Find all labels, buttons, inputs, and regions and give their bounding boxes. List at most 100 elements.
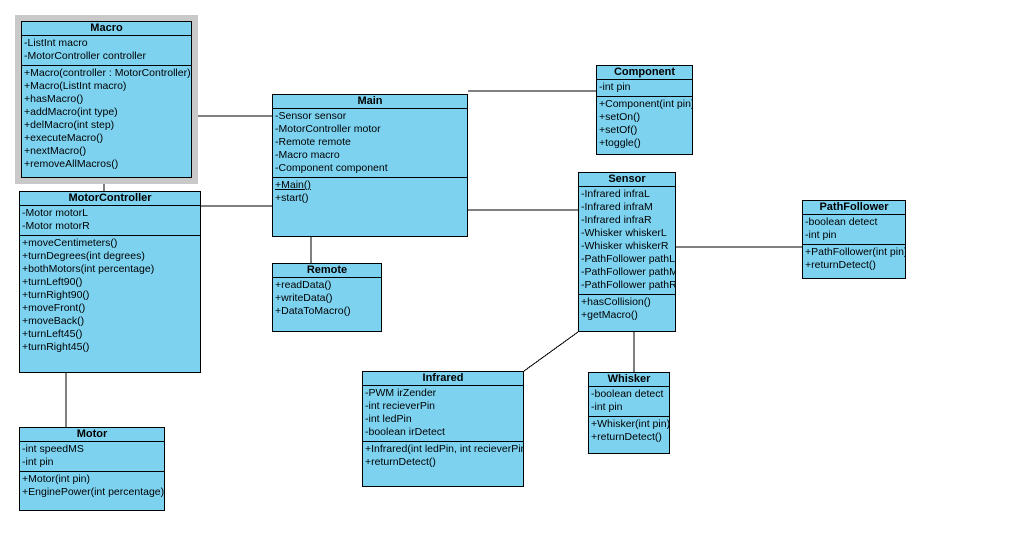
attributes-compartment: -boolean detect-int pin <box>589 387 669 417</box>
attribute-row: -Whisker whiskerL <box>581 227 667 239</box>
method-row: +returnDetect() <box>805 259 876 271</box>
method-row: +Component(int pin) <box>599 98 692 110</box>
class-title: Macro <box>22 22 191 36</box>
attributes-compartment: -Infrared infraL-Infrared infraM-Infrare… <box>579 187 675 295</box>
method-row: +Macro(controller : MotorController) <box>24 67 191 79</box>
attribute-row: -PathFollower pathL <box>581 253 675 265</box>
method-row: +turnRight90() <box>22 289 90 301</box>
method-row: +Motor(int pin) <box>22 473 90 485</box>
attribute-row: -Infrared infraM <box>581 201 653 213</box>
attributes-compartment: -PWM irZender-int recieverPin-int ledPin… <box>363 386 523 442</box>
class-infrared[interactable]: Infrared-PWM irZender-int recieverPin-in… <box>362 371 524 487</box>
methods-compartment: +Main()+start() <box>273 178 467 236</box>
class-title: PathFollower <box>803 201 905 215</box>
class-whisker[interactable]: Whisker-boolean detect-int pin+Whisker(i… <box>588 372 670 454</box>
attribute-row: -MotorController controller <box>24 50 146 62</box>
class-motorcontroller[interactable]: MotorController-Motor motorL-Motor motor… <box>19 191 201 373</box>
attribute-row: -boolean irDetect <box>365 426 445 438</box>
methods-compartment: +Whisker(int pin)+returnDetect() <box>589 417 669 453</box>
attribute-row: -Infrared infraL <box>581 188 650 200</box>
class-title: Remote <box>273 264 381 278</box>
class-main[interactable]: Main-Sensor sensor-MotorController motor… <box>272 94 468 237</box>
method-row: +moveCentimeters() <box>22 237 118 249</box>
method-row: +toggle() <box>599 137 641 149</box>
method-row: +Infrared(int ledPin, int recieverPin) <box>365 443 523 455</box>
method-row: +moveBack() <box>22 315 85 327</box>
attribute-row: -Motor motorL <box>22 207 88 219</box>
method-row: +returnDetect() <box>591 431 662 443</box>
method-row: +moveFront() <box>22 302 86 314</box>
attribute-row: -Whisker whiskerR <box>581 240 669 252</box>
methods-compartment: +moveCentimeters()+turnDegrees(int degre… <box>20 236 200 372</box>
method-row: +setOf() <box>599 124 638 136</box>
method-row: +Macro(ListInt macro) <box>24 80 127 92</box>
class-title: Component <box>597 66 692 80</box>
method-row: +delMacro(int step) <box>24 119 115 131</box>
attribute-row: -Motor motorR <box>22 220 90 232</box>
methods-compartment: +readData()+writeData()+DataToMacro() <box>273 278 381 331</box>
attribute-row: -PathFollower pathM <box>581 266 675 278</box>
method-row: +nextMacro() <box>24 145 87 157</box>
method-row: +EnginePower(int percentage) <box>22 486 164 498</box>
methods-compartment: +Macro(controller : MotorController)+Mac… <box>22 66 191 177</box>
class-title: Main <box>273 95 467 109</box>
attributes-compartment: -Motor motorL-Motor motorR <box>20 206 200 236</box>
attribute-row: -Macro macro <box>275 149 340 161</box>
attribute-row: -int ledPin <box>365 413 412 425</box>
methods-compartment: +hasCollision()+getMacro() <box>579 295 675 331</box>
attribute-row: -boolean detect <box>591 388 664 400</box>
class-remote[interactable]: Remote+readData()+writeData()+DataToMacr… <box>272 263 382 332</box>
method-row: +bothMotors(int percentage) <box>22 263 155 275</box>
method-row: +writeData() <box>275 292 333 304</box>
class-macro[interactable]: Macro-ListInt macro-MotorController cont… <box>21 21 192 178</box>
attribute-row: -Remote remote <box>275 136 351 148</box>
attribute-row: -Component component <box>275 162 388 174</box>
attribute-row: -PWM irZender <box>365 387 437 399</box>
method-row: +returnDetect() <box>365 456 436 468</box>
class-component[interactable]: Component-int pin+Component(int pin)+set… <box>596 65 693 155</box>
attribute-row: -int speedMS <box>22 443 84 455</box>
class-motor[interactable]: Motor-int speedMS-int pin+Motor(int pin)… <box>19 427 165 511</box>
method-row: +PathFollower(int pin) <box>805 246 905 258</box>
method-row: +addMacro(int type) <box>24 106 118 118</box>
attributes-compartment: -boolean detect-int pin <box>803 215 905 245</box>
method-row: +removeAllMacros() <box>24 158 119 170</box>
class-pathfollower[interactable]: PathFollower-boolean detect-int pin+Path… <box>802 200 906 279</box>
attribute-row: -Sensor sensor <box>275 110 347 122</box>
attribute-row: -PathFollower pathR <box>581 279 675 291</box>
class-title: MotorController <box>20 192 200 206</box>
attributes-compartment: -int pin <box>597 80 692 97</box>
method-row: +executeMacro() <box>24 132 104 144</box>
attribute-row: -int pin <box>599 81 631 93</box>
methods-compartment: +Component(int pin)+setOn()+setOf()+togg… <box>597 97 692 154</box>
method-row: +hasCollision() <box>581 296 651 308</box>
method-row: +readData() <box>275 279 332 291</box>
class-sensor[interactable]: Sensor-Infrared infraL-Infrared infraM-I… <box>578 172 676 332</box>
method-row: +Whisker(int pin) <box>591 418 669 430</box>
method-row: +turnDegrees(int degrees) <box>22 250 145 262</box>
attributes-compartment: -Sensor sensor-MotorController motor-Rem… <box>273 109 467 178</box>
class-title: Infrared <box>363 372 523 386</box>
method-row: +turnLeft45() <box>22 328 83 340</box>
class-title: Whisker <box>589 373 669 387</box>
attribute-row: -MotorController motor <box>275 123 381 135</box>
methods-compartment: +Infrared(int ledPin, int recieverPin)+r… <box>363 442 523 486</box>
attribute-row: -int pin <box>805 229 837 241</box>
method-row: +Main() <box>275 179 311 191</box>
attribute-row: -int pin <box>22 456 54 468</box>
attribute-row: -Infrared infraR <box>581 214 652 226</box>
method-row: +turnRight45() <box>22 341 90 353</box>
connector-sensor-infrared[interactable] <box>523 331 579 372</box>
method-row: +start() <box>275 192 309 204</box>
attributes-compartment: -ListInt macro-MotorController controlle… <box>22 36 191 66</box>
attribute-row: -int pin <box>591 401 623 413</box>
methods-compartment: +PathFollower(int pin)+returnDetect() <box>803 245 905 278</box>
methods-compartment: +Motor(int pin)+EnginePower(int percenta… <box>20 472 164 510</box>
method-row: +hasMacro() <box>24 93 84 105</box>
method-row: +DataToMacro() <box>275 305 351 317</box>
attributes-compartment: -int speedMS-int pin <box>20 442 164 472</box>
class-title: Motor <box>20 428 164 442</box>
class-title: Sensor <box>579 173 675 187</box>
